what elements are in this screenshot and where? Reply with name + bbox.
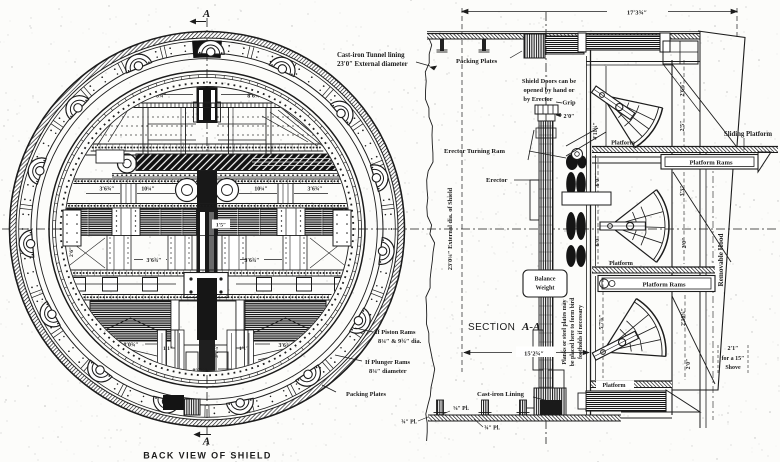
svg-text:BACK VIEW OF SHIELD: BACK VIEW OF SHIELD [143, 451, 272, 461]
svg-text:Platform: Platform [603, 383, 626, 389]
svg-text:Shove: Shove [725, 365, 741, 371]
svg-text:be placed here to form bird: be placed here to form bird [570, 297, 576, 366]
svg-text:Packing Plates: Packing Plates [346, 391, 386, 398]
svg-text:Cast-iron Lining: Cast-iron Lining [477, 391, 525, 398]
svg-text:1′1″: 1′1″ [163, 346, 173, 352]
svg-text:2′6″: 2′6″ [69, 247, 75, 257]
svg-text:2′10¾″: 2′10¾″ [680, 308, 687, 326]
svg-text:opened by hand or: opened by hand or [524, 87, 575, 94]
svg-text:If Piston Rams: If Piston Rams [375, 329, 416, 336]
svg-text:SECTION: SECTION [468, 322, 515, 333]
svg-text:2′6⅜″: 2′6⅜″ [680, 82, 686, 97]
svg-text:23′0¼″ External dia. of Shield: 23′0¼″ External dia. of Shield [447, 187, 454, 270]
svg-text:17′3¾″: 17′3¾″ [627, 10, 647, 17]
svg-text:Cast-iron Tunnel lining: Cast-iron Tunnel lining [337, 52, 405, 59]
svg-text:3′6¾″: 3′6¾″ [245, 257, 260, 264]
svg-text:Erector: Erector [486, 177, 508, 184]
svg-text:23′0″ External diameter: 23′0″ External diameter [337, 61, 408, 68]
svg-text:3′6¾″: 3′6¾″ [147, 257, 162, 264]
svg-text:Platform Rams: Platform Rams [642, 282, 685, 289]
svg-text:for a 15″: for a 15″ [722, 356, 745, 362]
svg-text:8¼″ & 9¾″ dia.: 8¼″ & 9¾″ dia. [378, 338, 422, 345]
svg-text:2′1″: 2′1″ [727, 346, 738, 352]
svg-text:2′0″: 2′0″ [682, 238, 688, 249]
svg-text:5′7⅞″: 5′7⅞″ [599, 315, 605, 330]
svg-text:8¼″ diameter: 8¼″ diameter [369, 368, 407, 375]
svg-text:Weight: Weight [536, 285, 556, 292]
svg-text:footholds if necessary: footholds if necessary [578, 305, 584, 359]
svg-text:10¼″: 10¼″ [254, 187, 267, 193]
svg-text:1′1″: 1′1″ [239, 346, 249, 352]
svg-text:3′6¾″: 3′6¾″ [308, 186, 323, 193]
svg-text:Packing Plates: Packing Plates [456, 58, 498, 65]
svg-text:⅝″ Pl.: ⅝″ Pl. [453, 406, 469, 412]
svg-text:¾″ Pl.: ¾″ Pl. [401, 419, 417, 426]
svg-text:A-A: A-A [521, 321, 540, 333]
svg-text:10¼″: 10¼″ [141, 187, 154, 193]
svg-text:Erector Turning Ram: Erector Turning Ram [444, 148, 505, 155]
svg-text:3′6¾″: 3′6¾″ [100, 186, 115, 193]
svg-text:¾″ Pl.: ¾″ Pl. [484, 425, 500, 432]
svg-text:Shield Doors can be: Shield Doors can be [522, 78, 576, 85]
svg-text:A: A [202, 8, 210, 20]
svg-text:Removable Hood: Removable Hood [717, 234, 725, 287]
svg-text:Sliding Platform: Sliding Platform [724, 131, 772, 138]
svg-text:Balance: Balance [535, 276, 556, 283]
svg-text:Platform Rams: Platform Rams [689, 160, 732, 167]
svg-text:Platform: Platform [609, 260, 634, 267]
svg-text:Planks or steel plates may: Planks or steel plates may [562, 299, 568, 364]
svg-text:2′0″: 2′0″ [686, 359, 692, 370]
svg-text:1′5″: 1′5″ [216, 223, 226, 229]
svg-text:If Plunger Rams: If Plunger Rams [365, 359, 410, 366]
svg-text:A: A [202, 436, 210, 448]
svg-text:15′2¾″: 15′2¾″ [524, 351, 544, 358]
svg-text:3′3″: 3′3″ [680, 186, 686, 197]
svg-text:2′5″: 2′5″ [680, 121, 686, 132]
svg-text:by Erector: by Erector [523, 96, 552, 103]
svg-text:2′0″: 2′0″ [563, 114, 574, 120]
svg-text:Grip: Grip [562, 100, 576, 107]
